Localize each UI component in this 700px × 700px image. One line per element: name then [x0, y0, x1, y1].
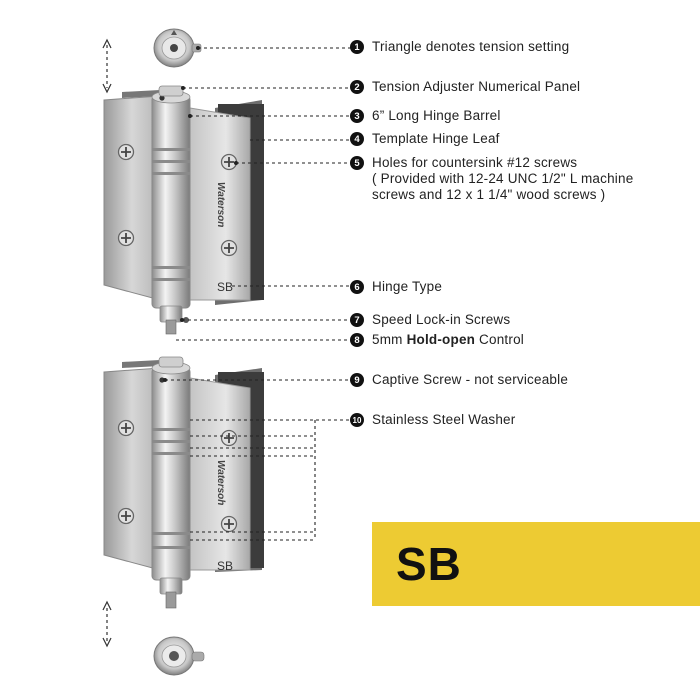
- screw-icon: [117, 229, 135, 247]
- callout-7: 7 Speed Lock-in Screws: [350, 312, 510, 328]
- rotation-arrow-bottom: [102, 600, 112, 648]
- callout-text: Captive Screw - not serviceable: [372, 372, 569, 387]
- screw-icon: [220, 429, 238, 447]
- callout-text-bold: Hold-open: [406, 332, 476, 347]
- callout-6: 6 Hinge Type: [350, 279, 442, 295]
- callout-text: 5mm Hold-open Control: [372, 332, 524, 348]
- callout-text: Speed Lock-in Screws: [372, 312, 511, 327]
- callout-text: 6” Long Hinge Barrel: [372, 108, 501, 123]
- callout-subtext: screws and 12 x 1 1/4" wood screws ): [372, 187, 606, 202]
- brand-logo: Waterson: [215, 182, 226, 227]
- callout-text-tail: Control: [475, 332, 524, 347]
- callout-number: 7: [350, 313, 364, 327]
- leader-lines: [165, 47, 352, 541]
- callout-5: 5 Holes for countersink #12 screws ( Pro…: [350, 155, 633, 203]
- badge-label: SB: [396, 538, 462, 590]
- callout-text: Tension Adjuster Numerical Panel: [372, 79, 581, 94]
- callout-subtext: ( Provided with 12-24 UNC 1/2" L machine: [372, 171, 634, 186]
- hinge-type-mark: SB: [217, 559, 233, 573]
- callout-number: 9: [350, 373, 364, 387]
- callout-number: 3: [350, 109, 364, 123]
- callout-number: 4: [350, 132, 364, 146]
- callout-text: Stainless Steel Washer: [372, 412, 516, 427]
- hinge-barrel: [151, 95, 191, 309]
- callout-8: 8 5mm Hold-open Control: [350, 332, 524, 348]
- callout-text: Triangle denotes tension setting: [372, 39, 570, 54]
- callout-text-plain: 5mm: [372, 332, 407, 347]
- callout-2: 2 Tension Adjuster Numerical Panel: [350, 79, 580, 95]
- brand-logo: Watersoh: [215, 460, 226, 505]
- leader-dots: [163, 46, 238, 382]
- callout-9: 9 Captive Screw - not serviceable: [350, 372, 568, 388]
- callout-1: 1 Triangle denotes tension setting: [350, 39, 569, 55]
- hinge-bottom: SB Watersoh: [103, 356, 264, 609]
- screw-icon: [220, 239, 238, 257]
- callout-number: 6: [350, 280, 364, 294]
- screw-icon: [117, 143, 135, 161]
- callout-number: 5: [350, 156, 364, 170]
- screw-icon: [220, 153, 238, 171]
- callout-4: 4 Template Hinge Leaf: [350, 131, 500, 147]
- callout-text: Hinge Type: [372, 279, 443, 294]
- callout-10: 10 Stainless Steel Washer: [350, 412, 515, 428]
- callout-number: 10: [350, 413, 364, 427]
- hinge-top: SB Waterson: [103, 85, 264, 335]
- callout-text-block: Holes for countersink #12 screws ( Provi…: [372, 155, 633, 203]
- callout-text: Template Hinge Leaf: [372, 131, 500, 146]
- hold-open-knob-bottom: [153, 636, 205, 676]
- screw-icon: [220, 515, 238, 533]
- rotation-arrow-top: [102, 38, 112, 94]
- callout-number: 2: [350, 80, 364, 94]
- screw-icon: [117, 507, 135, 525]
- tension-knob-top: [153, 28, 202, 68]
- callout-number: 1: [350, 40, 364, 54]
- screw-icon: [117, 419, 135, 437]
- callout-3: 3 6” Long Hinge Barrel: [350, 108, 501, 124]
- hinge-type-mark: SB: [217, 280, 233, 294]
- callout-text: Holes for countersink #12 screws: [372, 155, 578, 170]
- hinge-type-badge: SB: [372, 522, 700, 606]
- callout-number: 8: [350, 333, 364, 347]
